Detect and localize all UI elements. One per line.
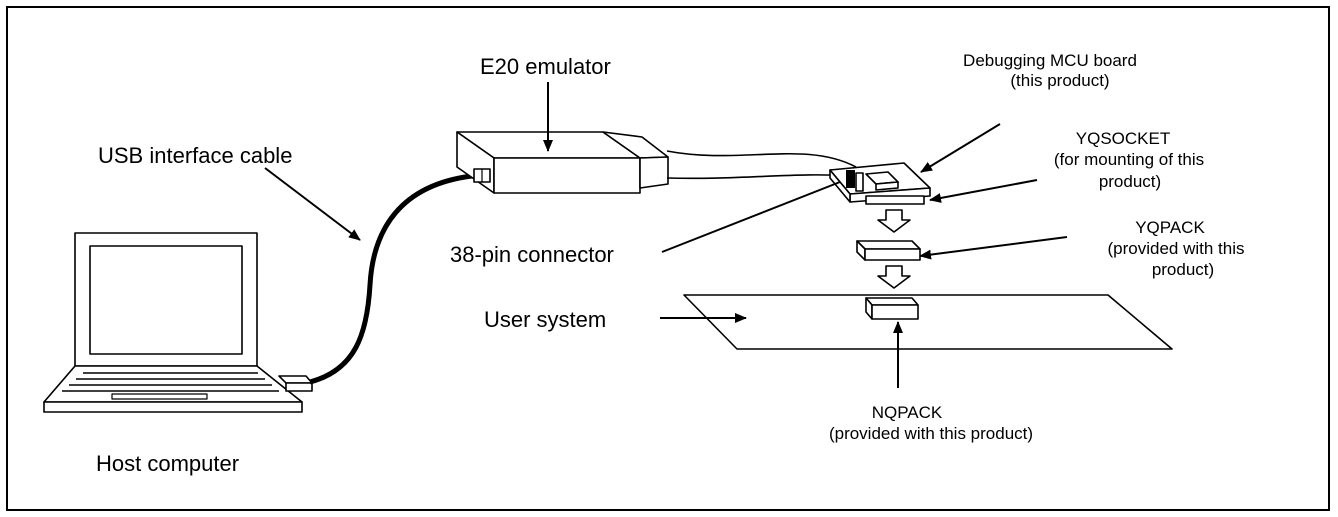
yqpack-icon: [856, 240, 921, 261]
flat-cable: [666, 150, 857, 168]
debug-board-sublabel: (this product): [1010, 71, 1109, 90]
yqpack-sublabel-1: (provided with this: [1107, 239, 1244, 258]
usb-cable-label: USB interface cable: [98, 143, 292, 168]
yqsocket-label: YQSOCKET: [1076, 129, 1170, 148]
host-computer-label: Host computer: [96, 451, 239, 476]
yqpack-pointer: [919, 236, 1068, 260]
e20-emulator-label: E20 emulator: [480, 54, 611, 79]
yqpack-sublabel-2: product): [1152, 260, 1214, 279]
yqsocket-icon: [865, 195, 925, 205]
yqpack-label: YQPACK: [1135, 218, 1205, 237]
yqsocket-sublabel-1: (for mounting of this: [1054, 150, 1204, 169]
user-system-label: User system: [484, 307, 606, 332]
yqsocket-pointer: [929, 179, 1038, 203]
nqpack-sublabel: (provided with this product): [829, 424, 1033, 443]
usb-cable: [309, 173, 473, 385]
diagram-frame: [6, 6, 1330, 511]
connector-pointer: [661, 181, 841, 253]
user-system-board: [683, 294, 1173, 350]
down-arrow-icon: [877, 209, 911, 233]
e20-emulator-icon: [456, 131, 669, 194]
host-computer-icon: [43, 232, 313, 413]
usb-cable-pointer: [264, 167, 361, 241]
debug-board-pointer: [920, 123, 1001, 173]
connector-38pin-label: 38-pin connector: [450, 242, 614, 267]
nqpack-icon: [865, 297, 919, 320]
yqsocket-sublabel-2: product): [1099, 172, 1161, 191]
debug-board-label: Debugging MCU board: [963, 51, 1137, 70]
nqpack-label: NQPACK: [872, 403, 943, 422]
down-arrow-icon: [877, 265, 911, 289]
